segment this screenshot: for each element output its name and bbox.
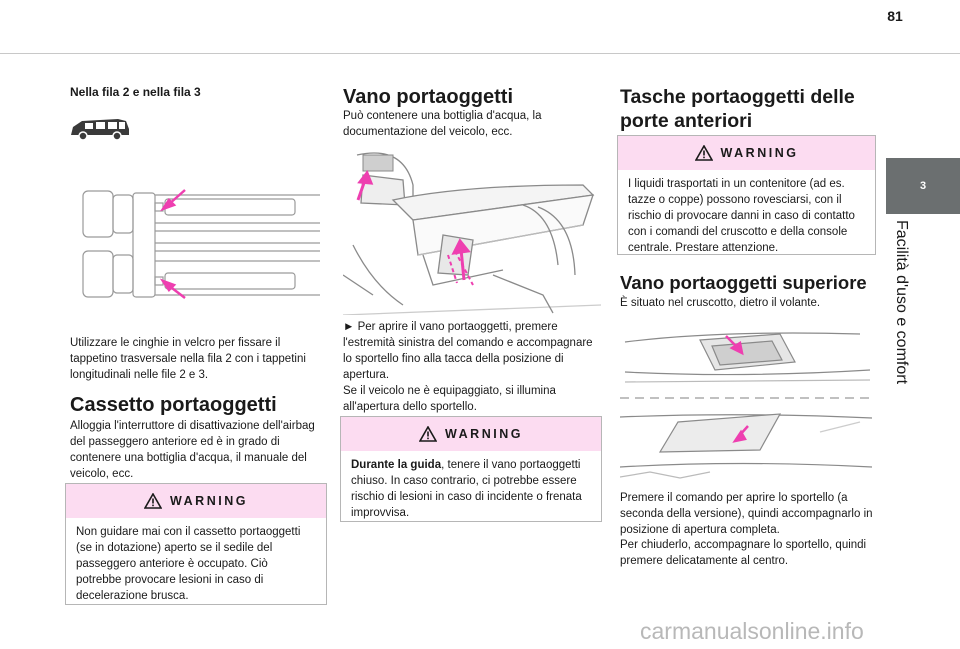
header-rule (0, 53, 960, 54)
heading-vano-superiore: Vano portaoggetti superiore (620, 272, 867, 293)
paragraph-vano-step1: ► Per aprire il vano portaoggetti, preme… (343, 321, 593, 381)
warning-icon (144, 493, 163, 509)
warning-text: I liquidi trasportati in un contenitore … (628, 178, 855, 254)
warning-bold: Durante la guida (351, 459, 442, 471)
warning-icon (694, 145, 713, 161)
glovebox-illustration (343, 152, 601, 315)
heading-tasche: Tasche portaoggetti delle porte anterior… (620, 86, 855, 133)
warning-box-vano: WARNING Durante la guida, tenere il vano… (340, 416, 602, 522)
warning-title: WARNING (170, 494, 248, 508)
floor-mat-illustration (82, 189, 320, 299)
chapter-tab[interactable]: 3 (886, 158, 960, 214)
page-number: 81 (887, 8, 903, 24)
heading-cassetto: Cassetto portaoggetti (70, 394, 277, 416)
watermark: carmanualsonline.info (640, 618, 864, 644)
paragraph-superiore-1: Premere il comando per aprire lo sportel… (620, 492, 873, 536)
van-icon (71, 119, 129, 141)
warning-header: WARNING (618, 136, 875, 170)
subheading-rows: Nella fila 2 e nella fila 3 (70, 85, 201, 99)
warning-header: WARNING (341, 417, 601, 451)
warning-title: WARNING (720, 146, 799, 160)
paragraph-mats: Utilizzare le cinghie in velcro per fiss… (70, 337, 306, 381)
warning-text: Durante la guida, tenere il vano portaog… (341, 451, 601, 527)
heading-vano: Vano portaoggetti (343, 86, 513, 108)
warning-title: WARNING (445, 427, 523, 441)
warning-header: WARNING (66, 484, 326, 518)
paragraph-vano-step2: Se il veicolo ne è equipaggiato, si illu… (343, 385, 556, 413)
warning-icon (419, 426, 438, 442)
warning-box-cassetto: WARNING Non guidare mai con il cassetto … (65, 483, 327, 605)
paragraph-superiore-2: Per chiuderlo, accompagnare lo sportello… (620, 539, 867, 567)
warning-rest: , tenere il vano portaoggetti chiuso. In… (351, 459, 582, 519)
warning-text: Non guidare mai con il cassetto portaogg… (76, 526, 301, 602)
paragraph-superiore-intro: È situato nel cruscotto, dietro il volan… (620, 297, 821, 309)
chapter-title: Facilità d'uso e comfort (893, 220, 910, 385)
warning-box-tasche: WARNING I liquidi trasportati in un cont… (617, 135, 876, 255)
paragraph-cassetto: Alloggia l'interruttore di disattivazion… (70, 420, 315, 480)
upper-compartment-illustration (620, 332, 872, 479)
paragraph-vano-intro: Può contenere una bottiglia d'acqua, la … (343, 110, 542, 138)
